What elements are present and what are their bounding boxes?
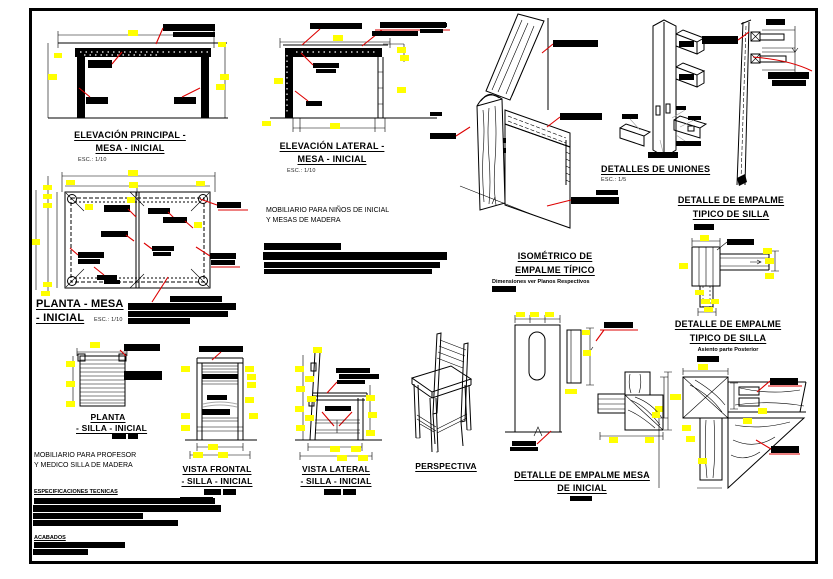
drawing-empalme-silla-poste — [702, 19, 813, 186]
title-elevacion-principal-line2: MESA - INICIAL — [95, 143, 165, 153]
note-mobiliario-profesor-line2: Y MEDICO SILLA DE MADERA — [34, 462, 133, 469]
drawing-empalme-silla-asiento — [655, 364, 807, 490]
title-empalme-mesa-line2: DE INICIAL — [557, 483, 607, 493]
title-planta-silla-line2: - SILLA - INICIAL — [76, 423, 148, 433]
drawing-empalme-mesa — [505, 312, 678, 451]
note-mobiliario-profesor-line1: MOBILIARIO PARA PROFESOR — [34, 452, 137, 459]
title-perspectiva: PERSPECTIVA — [415, 461, 477, 471]
title-planta-mesa-line2: - INICIAL — [36, 312, 85, 324]
title-empalme-silla-b-line2: TIPICO DE SILLA — [689, 333, 767, 343]
title-planta-mesa-line1: PLANTA - MESA — [36, 298, 124, 310]
title-vista-lateral-line2: - SILLA - INICIAL — [300, 476, 372, 486]
scale-planta-mesa: ESC.: 1/10 — [94, 317, 123, 323]
drawing-detalles-uniones — [596, 19, 708, 195]
drawing-planta-mesa — [32, 170, 248, 324]
sheet-border-frame — [29, 8, 818, 564]
subtitle-empalme-silla-b: Asiento parte Posterior — [697, 347, 759, 353]
note-mobiliario-ninos-line2: Y MESAS DE MADERA — [266, 217, 341, 224]
drawing-elevacion-lateral-mesa — [262, 22, 450, 132]
redacted-note-blocks — [33, 243, 447, 555]
drawing-perspectiva-silla — [410, 332, 473, 453]
scale-detalles-uniones: ESC.: 1/5 — [601, 177, 627, 183]
title-vista-frontal-line2: - SILLA - INICIAL — [181, 476, 253, 486]
drawing-vista-lateral-silla — [295, 347, 382, 495]
heading-especificaciones-tecnicas: ESPECIFICACIONES TECNICAS — [34, 489, 118, 495]
heading-acabados: ACABADOS — [34, 535, 66, 541]
title-isometrico-line2: EMPALME TÍPICO — [515, 265, 595, 275]
title-empalme-mesa-line1: DETALLE DE EMPALME MESA — [514, 470, 650, 480]
note-mobiliario-ninos-line1: MOBILIARIO PARA NIÑOS DE INICIAL — [266, 207, 390, 214]
title-elevacion-lateral-line2: MESA - INICIAL — [297, 154, 367, 164]
drawing-elevacion-principal-mesa — [47, 24, 229, 119]
title-elevacion-lateral-line1: ELEVACIÓN LATERAL - — [279, 141, 385, 151]
title-planta-silla-line1: PLANTA — [90, 412, 126, 422]
title-empalme-silla-b-line1: DETALLE DE EMPALME — [674, 319, 782, 329]
drawing-isometrico-empalme — [420, 13, 619, 229]
scale-elevacion-principal: ESC.: 1/10 — [78, 157, 107, 163]
title-isometrico-line1: ISOMÉTRICO DE — [517, 251, 593, 261]
scale-elevacion-lateral: ESC.: 1/10 — [287, 168, 316, 174]
redacted-scale-chips — [112, 224, 719, 501]
title-elevacion-principal-line1: ELEVACIÓN PRINCIPAL - — [74, 130, 186, 140]
title-vista-frontal-line1: VISTA FRONTAL — [182, 464, 252, 474]
title-empalme-silla-a-line2: TIPICO DE SILLA — [692, 209, 770, 219]
subtitle-isometrico: Dimensiones ver Planos Respectivos — [492, 279, 590, 285]
drawing-empalme-silla-union-t — [679, 235, 779, 316]
title-vista-lateral-line1: VISTA LATERAL — [301, 464, 371, 474]
title-empalme-silla-a-line1: DETALLE DE EMPALME — [677, 195, 785, 205]
title-detalles-uniones: DETALLES DE UNIONES — [601, 164, 711, 174]
drawing-planta-silla — [66, 342, 162, 407]
